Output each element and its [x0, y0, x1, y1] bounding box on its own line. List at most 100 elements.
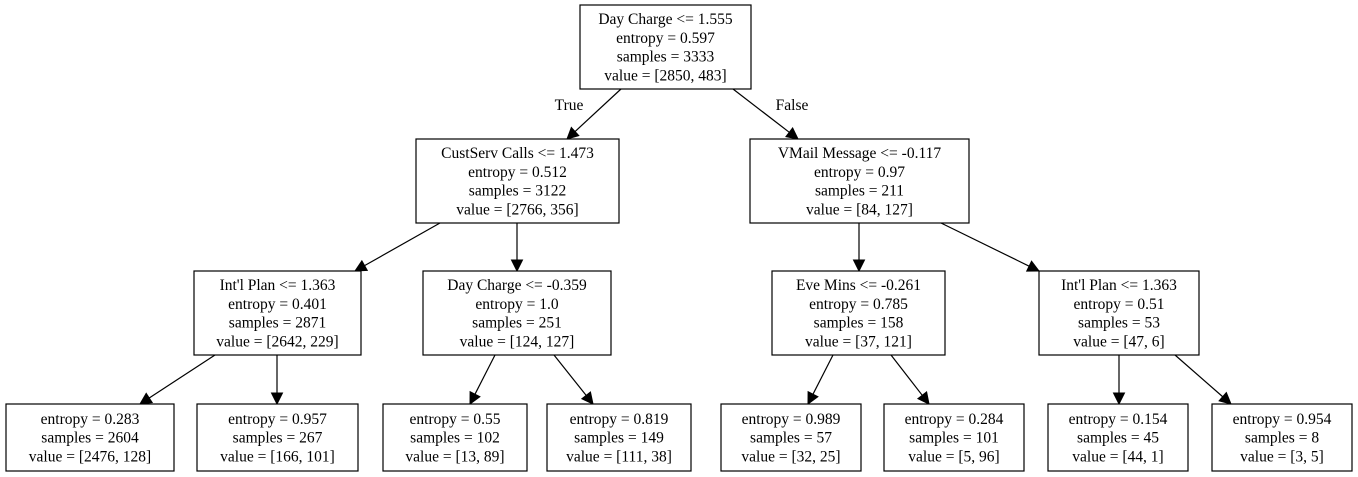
samples-text: samples = 2604 [41, 430, 139, 447]
edge-arrowhead [510, 259, 524, 273]
edge-line [940, 222, 1030, 267]
entropy-text: entropy = 0.512 [468, 164, 567, 181]
entropy-text: entropy = 0.55 [410, 411, 501, 428]
entropy-text: entropy = 0.989 [742, 411, 841, 428]
edge-label-false: False [776, 97, 809, 114]
edge-arrowhead [469, 390, 481, 405]
tree-edge [940, 222, 1041, 272]
edge-arrowhead [1112, 392, 1126, 406]
edge-line [890, 354, 923, 396]
split-condition: Day Charge <= -0.359 [447, 277, 587, 294]
tree-edge [852, 223, 866, 273]
split-node: Day Charge <= 1.555 entropy = 0.597 sample… [579, 4, 752, 90]
entropy-text: entropy = 0.819 [570, 411, 669, 428]
edge-arrowhead [139, 392, 154, 405]
samples-text: samples = 53 [1078, 315, 1160, 332]
value-text: value = [2766, 356] [456, 201, 578, 218]
samples-text: samples = 3333 [617, 49, 715, 66]
entropy-text: entropy = 0.401 [228, 296, 327, 313]
edge-arrowhead [270, 392, 284, 406]
value-text: value = [111, 38] [566, 448, 672, 465]
edge-arrowhead [566, 126, 580, 140]
samples-text: samples = 102 [410, 430, 500, 447]
entropy-text: entropy = 0.154 [1069, 411, 1168, 428]
node-box [193, 270, 362, 356]
node-box [196, 403, 359, 472]
split-node: CustServ Calls <= 1.473 entropy = 0.512 sa… [415, 138, 620, 224]
node-box [579, 4, 752, 90]
edge-label-true: True [555, 97, 584, 114]
tree-edge [1174, 354, 1232, 405]
edge-line [1174, 354, 1224, 398]
samples-text: samples = 251 [472, 315, 562, 332]
value-text: value = [2476, 128] [29, 448, 151, 465]
value-text: value = [37, 121] [805, 333, 912, 350]
value-text: value = [84, 127] [806, 201, 913, 218]
entropy-text: entropy = 0.284 [905, 411, 1004, 428]
entropy-text: entropy = 1.0 [475, 296, 558, 313]
tree-edge: False [732, 88, 809, 140]
node-box [382, 403, 528, 472]
tree-edge [553, 354, 594, 405]
samples-text: samples = 3122 [469, 183, 566, 200]
tree-edge: True [555, 88, 622, 140]
edge-arrowhead [1025, 260, 1041, 272]
node-box [422, 270, 612, 356]
value-text: value = [13, 89] [405, 448, 504, 465]
node-box [415, 138, 620, 224]
edge-line [553, 354, 587, 396]
tree-edge [139, 354, 216, 405]
tree-edge [270, 355, 284, 406]
node-box [1211, 403, 1353, 472]
split-condition: Eve Mins <= -0.261 [796, 277, 921, 294]
entropy-text: entropy = 0.954 [1233, 411, 1332, 428]
entropy-text: entropy = 0.97 [814, 164, 905, 181]
samples-text: samples = 158 [814, 315, 904, 332]
node-box [1047, 403, 1189, 472]
entropy-text: entropy = 0.597 [616, 30, 715, 47]
tree-edge [469, 354, 496, 405]
value-text: value = [5, 96] [908, 448, 999, 465]
edge-line [812, 354, 834, 395]
node-box [1038, 270, 1200, 356]
node-box [720, 403, 862, 472]
entropy-text: entropy = 0.51 [1074, 296, 1165, 313]
edges-layer: True False [139, 88, 1232, 406]
value-text: value = [124, 127] [460, 333, 575, 350]
value-text: value = [166, 101] [220, 448, 335, 465]
edge-line [732, 88, 790, 133]
split-condition: Int'l Plan <= 1.363 [220, 277, 336, 294]
value-text: value = [44, 1] [1072, 448, 1163, 465]
samples-text: samples = 2871 [229, 315, 326, 332]
split-condition: Int'l Plan <= 1.363 [1061, 277, 1177, 294]
node-box [883, 403, 1025, 472]
node-box [771, 270, 946, 356]
samples-text: samples = 8 [1245, 430, 1319, 447]
entropy-text: entropy = 0.957 [228, 411, 327, 428]
entropy-text: entropy = 0.283 [41, 411, 140, 428]
edge-arrowhead [785, 126, 799, 140]
edge-line [148, 354, 216, 399]
edge-arrowhead [354, 259, 369, 272]
value-text: value = [2850, 483] [604, 67, 726, 84]
edge-line [574, 88, 622, 132]
node-box [5, 403, 175, 472]
value-text: value = [3, 5] [1240, 448, 1324, 465]
tree-edge [354, 222, 441, 272]
tree-edge [807, 354, 834, 405]
samples-text: samples = 211 [815, 183, 904, 200]
samples-text: samples = 149 [574, 430, 664, 447]
edge-arrowhead [580, 391, 594, 405]
node-box [546, 403, 692, 472]
split-condition: CustServ Calls <= 1.473 [441, 145, 594, 162]
split-condition: Day Charge <= 1.555 [598, 11, 733, 28]
